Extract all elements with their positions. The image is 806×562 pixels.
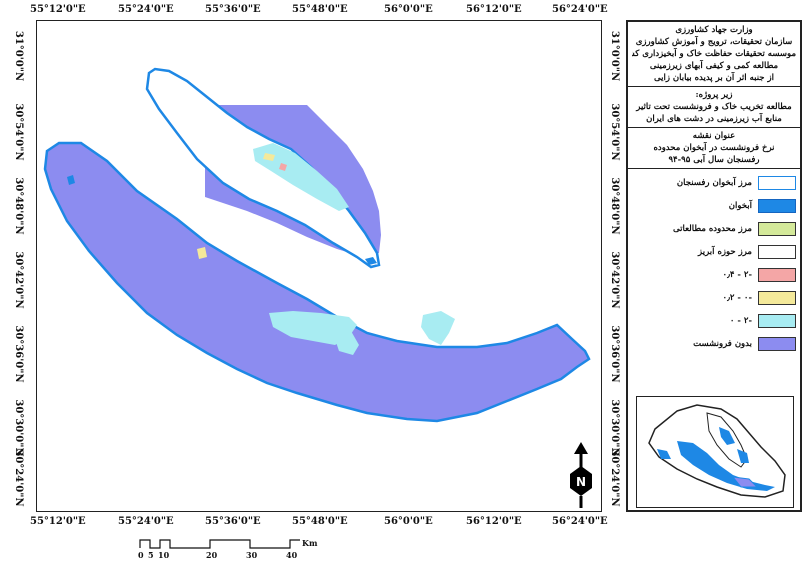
aquifer-speck xyxy=(365,257,377,265)
high-subsidence-patch xyxy=(279,163,287,171)
legend-swatch xyxy=(758,221,796,236)
top-tick: 55°12'0"E xyxy=(30,4,86,15)
legend-item-label: -۲ - ۰ xyxy=(729,315,752,326)
bottom-tick: 56°0'0"E xyxy=(384,516,433,527)
legend-item: -۲ - ۰٫۴ xyxy=(632,263,796,286)
legend-swatch xyxy=(758,290,796,305)
right-tick: 30°48'0"N xyxy=(609,177,620,235)
map-frame xyxy=(36,20,602,512)
org-line: سازمان تحقیقات، ترویج و آموزش کشاورزی xyxy=(635,37,793,47)
legend-swatch xyxy=(758,244,796,259)
legend-panel: وزارت جهاد کشاورزی سازمان تحقیقات، ترویج… xyxy=(626,20,802,512)
bottom-tick: 55°36'0"E xyxy=(205,516,261,527)
scale-bar: 0 5 10 20 30 40 Km xyxy=(136,538,336,562)
left-tick: 30°54'0"N xyxy=(13,103,24,161)
legend-item-label: مرز آبخوان رفسنجان xyxy=(676,177,752,188)
scale-unit: Km xyxy=(302,538,318,548)
scale-label: 5 xyxy=(148,550,154,560)
scale-label: 10 xyxy=(158,550,170,560)
aquifer-boundary xyxy=(145,67,381,269)
subproject-line: مطالعه تخریب خاک و فرونشست تحت تاثیر xyxy=(636,102,792,112)
scale-label: 20 xyxy=(206,550,218,560)
right-tick: 30°54'0"N xyxy=(609,103,620,161)
top-tick: 55°48'0"E xyxy=(292,4,348,15)
svg-text:N: N xyxy=(576,475,586,489)
bottom-tick: 55°24'0"E xyxy=(118,516,174,527)
top-tick: 56°0'0"E xyxy=(384,4,433,15)
right-tick: 30°42'0"N xyxy=(609,251,620,309)
top-tick: 56°12'0"E xyxy=(466,4,522,15)
low-subsidence-patch xyxy=(333,331,359,355)
left-tick: 30°48'0"N xyxy=(13,177,24,235)
org-line: موسسه تحقیقات حفاظت خاک و آبخیزداری کشور xyxy=(632,49,796,59)
legend-item: -۰ - ۰٫۲ xyxy=(632,286,796,309)
subproject-title: زیر پروژه: xyxy=(695,90,733,100)
scale-label: 30 xyxy=(246,550,258,560)
map-title-line: نرخ فرونشست در آبخوان محدوده xyxy=(653,143,775,153)
legend-item-label: -۲ - ۰٫۴ xyxy=(722,269,752,280)
right-tick: 30°24'0"N xyxy=(609,449,620,507)
legend-item: -۲ - ۰ xyxy=(632,309,796,332)
legend-swatch xyxy=(758,198,796,213)
map-title-label: عنوان نقشه xyxy=(692,131,736,141)
bottom-tick: 55°12'0"E xyxy=(30,516,86,527)
legend-item: بدون فرونشست xyxy=(632,332,796,355)
legend-item: مرز محدوده مطالعاتی xyxy=(632,217,796,240)
org-line: مطالعه کمی و کیفی آبهای زیرزمینی xyxy=(649,61,779,71)
aquifer-speck xyxy=(67,175,75,185)
north-arrow: N xyxy=(566,440,596,510)
org-line: از جنبه اثر آن بر پدیده بیابان زایی xyxy=(654,73,774,83)
legend-item: مرز حوزه آبریز xyxy=(632,240,796,263)
legend-items: مرز آبخوان رفسنجان آبخوان مرز محدوده مطا… xyxy=(628,169,800,357)
bottom-tick: 55°48'0"E xyxy=(292,516,348,527)
scale-label: 0 xyxy=(138,550,144,560)
inset-map xyxy=(636,396,794,508)
map-title-block: عنوان نقشه نرخ فرونشست در آبخوان محدوده … xyxy=(628,128,800,169)
top-tick: 55°36'0"E xyxy=(205,4,261,15)
legend-item-label: مرز حوزه آبریز xyxy=(698,246,752,257)
legend-swatch xyxy=(758,267,796,282)
scale-label: 40 xyxy=(286,550,298,560)
mid-subsidence-patch xyxy=(197,247,207,259)
map-canvas xyxy=(43,67,591,423)
left-tick: 30°24'0"N xyxy=(13,449,24,507)
org-line: وزارت جهاد کشاورزی xyxy=(675,25,753,35)
map-title-line: رفسنجان سال آبی ۹۵-۹۴ xyxy=(668,155,760,165)
left-tick: 31°0'0"N xyxy=(13,30,24,82)
left-tick: 30°36'0"N xyxy=(13,325,24,383)
left-tick: 30°42'0"N xyxy=(13,251,24,309)
bottom-tick: 56°24'0"E xyxy=(552,516,608,527)
top-tick: 56°24'0"E xyxy=(552,4,608,15)
top-tick: 55°24'0"E xyxy=(118,4,174,15)
subproject-line: منابع آب زیرزمینی در دشت های ایران xyxy=(646,114,782,124)
low-subsidence-patch xyxy=(421,311,455,345)
low-subsidence-patch xyxy=(253,143,349,211)
bottom-tick: 56°12'0"E xyxy=(466,516,522,527)
legend-item: مرز آبخوان رفسنجان xyxy=(632,171,796,194)
no-subsidence-area xyxy=(43,141,591,423)
mid-subsidence-patch xyxy=(263,153,275,161)
legend-item-label: بدون فرونشست xyxy=(693,338,752,349)
legend-item: آبخوان xyxy=(632,194,796,217)
right-tick: 31°0'0"N xyxy=(609,30,620,82)
legend-swatch xyxy=(758,336,796,351)
org-block: وزارت جهاد کشاورزی سازمان تحقیقات، ترویج… xyxy=(628,22,800,87)
legend-item-label: آبخوان xyxy=(728,200,752,211)
subproject-block: زیر پروژه: مطالعه تخریب خاک و فرونشست تح… xyxy=(628,87,800,128)
right-tick: 30°36'0"N xyxy=(609,325,620,383)
legend-swatch xyxy=(758,175,796,190)
legend-swatch xyxy=(758,313,796,328)
inset-map-canvas xyxy=(648,404,786,498)
legend-item-label: مرز محدوده مطالعاتی xyxy=(673,223,752,234)
legend-item-label: -۰ - ۰٫۲ xyxy=(722,292,752,303)
